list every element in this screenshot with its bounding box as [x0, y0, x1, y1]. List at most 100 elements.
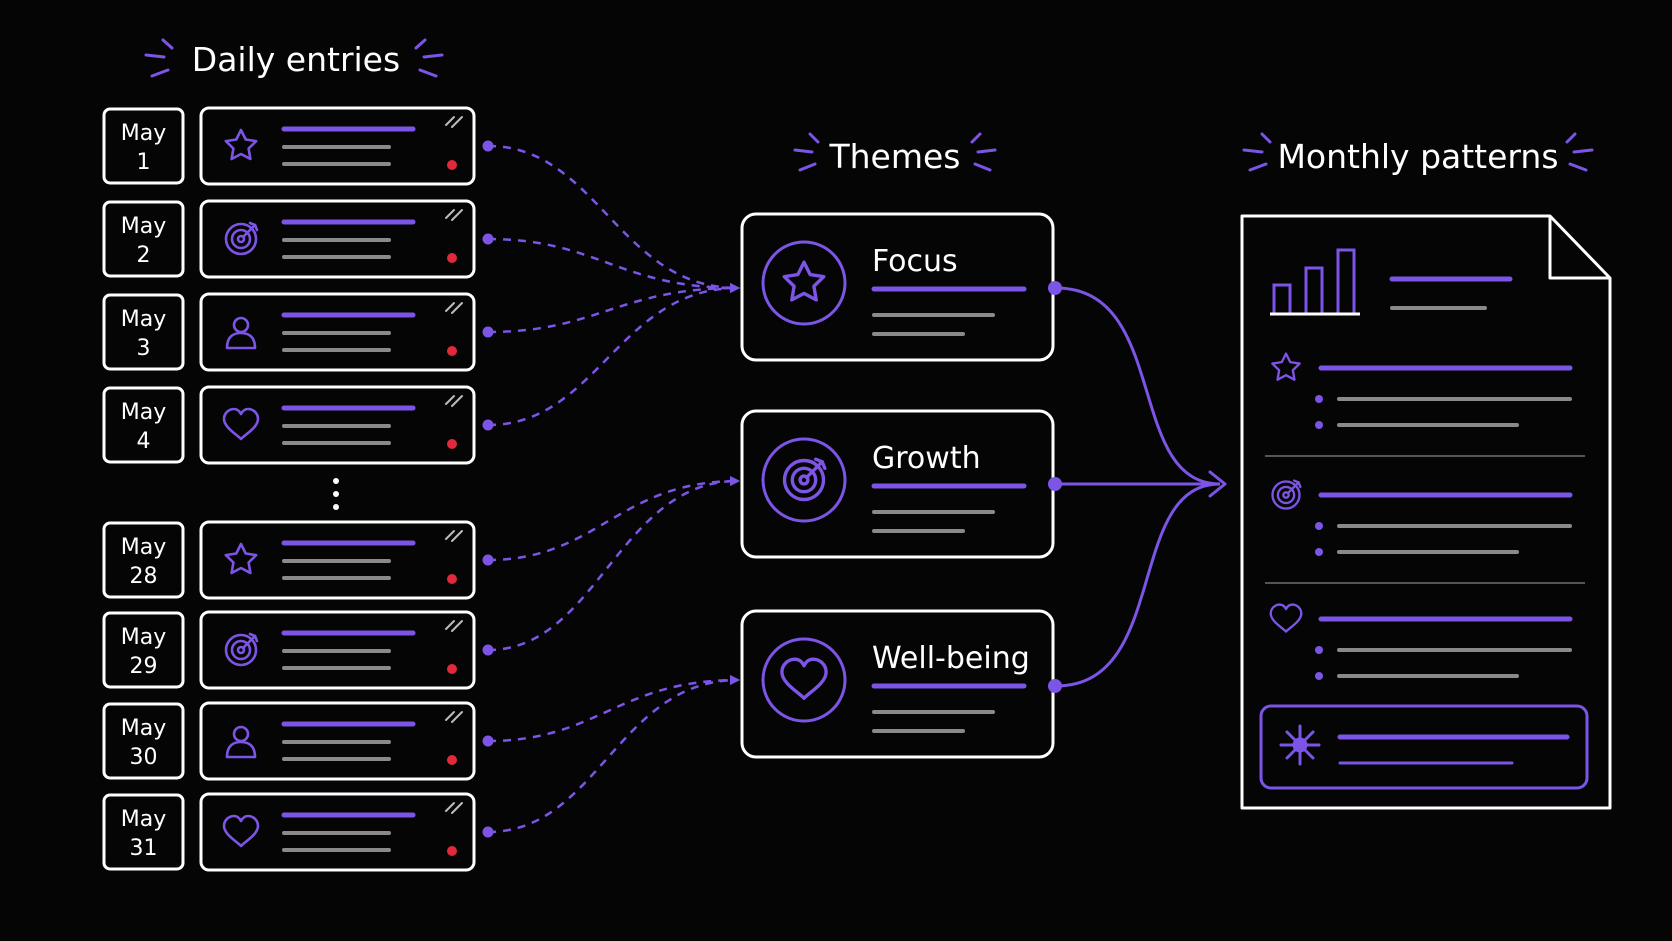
entry-date-badge: May 30 [102, 702, 185, 780]
entry-day: 28 [130, 564, 158, 589]
entry-status-dot [447, 755, 457, 765]
heading-monthly-patterns: Monthly patterns [1242, 132, 1594, 176]
entry-expand-mark[interactable] [445, 209, 463, 221]
report-bullet [1315, 522, 1323, 530]
theme-card[interactable]: Growth [740, 409, 1062, 559]
daily-entry-row[interactable]: May 29 [102, 610, 494, 690]
entry-month: May [121, 121, 166, 146]
report-bullet [1315, 421, 1323, 429]
entry-to-theme-link [487, 283, 740, 334]
entry-expand-mark[interactable] [445, 302, 463, 314]
entry-day: 4 [137, 429, 151, 454]
entry-status-dot [447, 574, 457, 584]
entry-day: 29 [130, 654, 158, 679]
theme-label: Growth [872, 441, 981, 476]
entry-card[interactable] [199, 701, 476, 781]
entry-to-theme-link [487, 675, 740, 834]
theme-label: Well-being [872, 641, 1030, 676]
entry-status-dot [447, 160, 457, 170]
entry-card[interactable] [199, 520, 476, 600]
theme-connector-dot[interactable] [1048, 281, 1062, 295]
entry-card[interactable] [199, 792, 476, 872]
theme-card[interactable]: Focus [740, 212, 1062, 362]
sparkle-icon [1279, 724, 1321, 766]
monthly-report-document [1240, 214, 1612, 810]
target-icon [1271, 479, 1302, 510]
report-section [1269, 603, 1573, 680]
entry-month: May [121, 807, 166, 832]
daily-entry-row[interactable]: May 30 [102, 701, 494, 781]
entry-date-badge: May 31 [102, 793, 185, 871]
theme-card[interactable]: Well-being [740, 609, 1062, 759]
report-bullet [1315, 548, 1323, 556]
entry-month: May [121, 535, 166, 560]
star-icon [1271, 352, 1301, 381]
daily-entry-row[interactable]: May 1 [102, 106, 494, 186]
theme-label: Focus [872, 244, 958, 279]
entry-to-theme-link [487, 476, 740, 562]
heart-icon [222, 407, 260, 441]
target-icon [224, 221, 259, 256]
report-section [1265, 479, 1585, 584]
report-bullet [1315, 395, 1323, 403]
report-bullet [1315, 646, 1323, 654]
entry-day: 30 [130, 745, 158, 770]
target-icon [782, 457, 827, 502]
entry-status-dot [447, 253, 457, 263]
entry-expand-mark[interactable] [445, 116, 463, 128]
daily-entries-title: Daily entries [192, 40, 400, 79]
entry-to-theme-link [487, 476, 740, 652]
person-icon [225, 725, 257, 759]
entry-to-theme-link [487, 144, 740, 293]
entry-expand-mark[interactable] [445, 802, 463, 814]
heading-themes: Themes [793, 132, 997, 176]
daily-entry-row[interactable]: May 28 [102, 520, 494, 600]
entry-date-badge: May 29 [102, 611, 185, 689]
daily-entry-row[interactable]: May 31 [102, 792, 494, 872]
entry-month: May [121, 400, 166, 425]
entry-card[interactable] [199, 199, 476, 279]
entry-to-theme-link [487, 237, 740, 293]
heading-daily-entries: Daily entries [144, 38, 444, 79]
entry-status-dot [447, 346, 457, 356]
theme-connector-dot[interactable] [1048, 477, 1062, 491]
entry-card[interactable] [199, 610, 476, 690]
star-icon [224, 128, 258, 161]
entry-expand-mark[interactable] [445, 711, 463, 723]
entry-date-badge: May 28 [102, 521, 185, 599]
entry-expand-mark[interactable] [445, 530, 463, 542]
entry-date-badge: May 1 [102, 107, 185, 185]
report-section [1265, 352, 1585, 457]
star-icon [224, 542, 258, 575]
entry-month: May [121, 716, 166, 741]
daily-entry-row[interactable]: May 4 [102, 385, 494, 465]
entry-status-dot [447, 439, 457, 449]
entry-card[interactable] [199, 385, 476, 465]
report-summary-box [1259, 704, 1589, 790]
theme-connector-dot[interactable] [1048, 679, 1062, 693]
entry-card[interactable] [199, 292, 476, 372]
bar-chart-icon [1270, 248, 1360, 316]
entry-status-dot [447, 846, 457, 856]
target-icon [224, 632, 259, 667]
entry-card[interactable] [199, 106, 476, 186]
entry-month: May [121, 625, 166, 650]
theme-icon-ring [761, 240, 847, 326]
person-icon [225, 316, 257, 350]
monthly-patterns-title: Monthly patterns [1277, 137, 1558, 176]
entry-day: 1 [137, 150, 151, 175]
entry-expand-mark[interactable] [445, 620, 463, 632]
entry-month: May [121, 214, 166, 239]
entry-status-dot [447, 664, 457, 674]
entry-expand-mark[interactable] [445, 395, 463, 407]
heart-icon [1269, 603, 1303, 633]
theme-icon-ring [761, 437, 847, 523]
theme-to-report-connectors [1055, 286, 1227, 688]
entry-day: 31 [130, 836, 158, 861]
themes-title: Themes [828, 137, 960, 176]
entry-month: May [121, 307, 166, 332]
